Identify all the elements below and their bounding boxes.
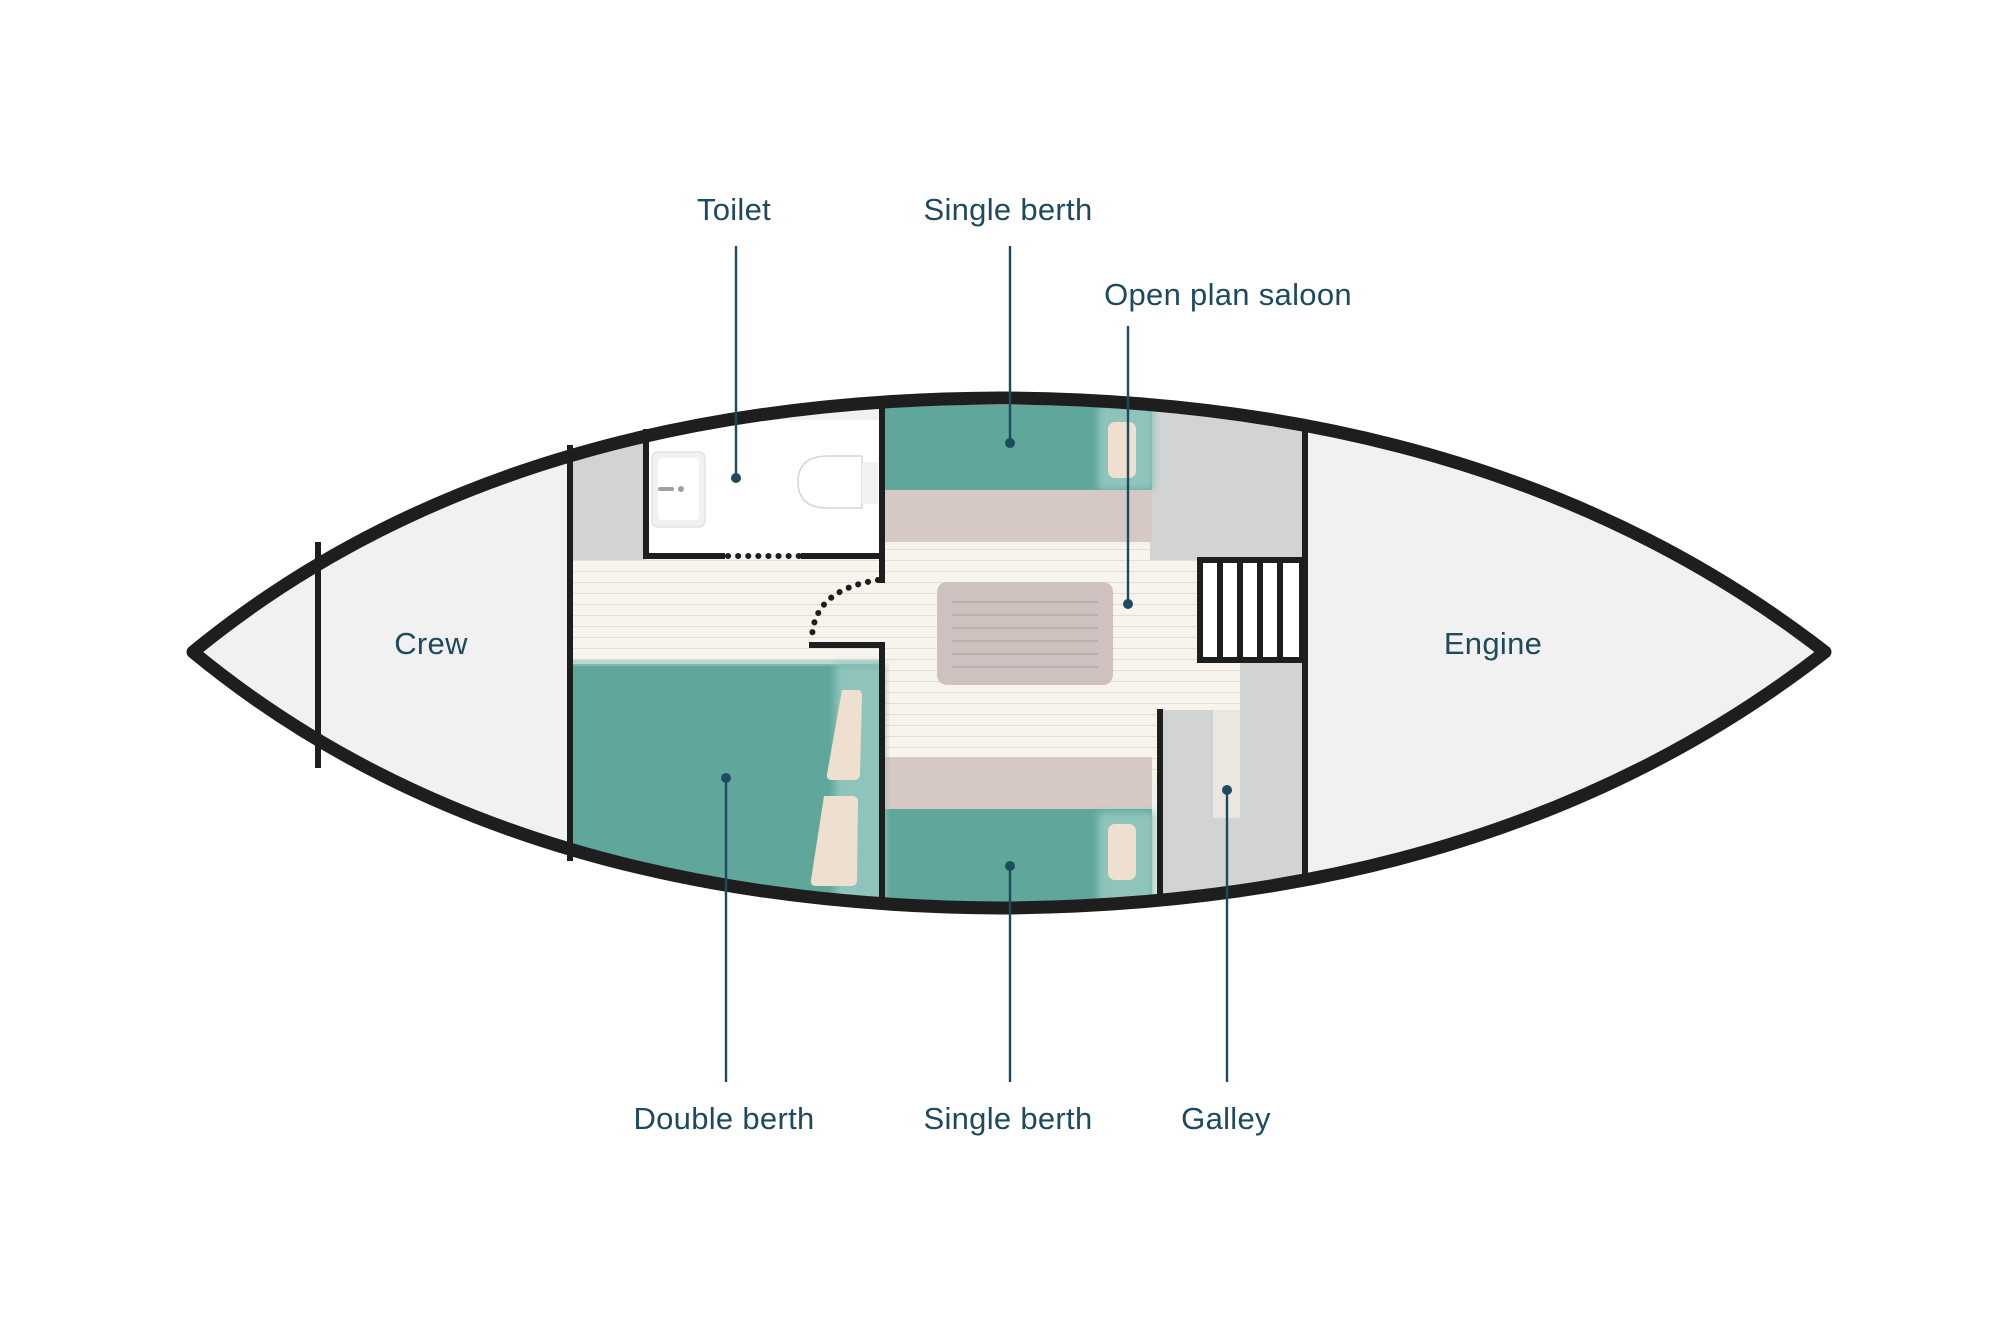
hull-outline <box>186 391 1832 915</box>
single-berth-bottom-pillow <box>1108 824 1136 880</box>
saloon-storage-upper <box>1150 410 1305 560</box>
callout-double-berth: Double berth <box>633 773 814 1136</box>
corridor-floor <box>573 560 885 664</box>
steps-frame <box>1197 557 1305 663</box>
crew-label: Crew <box>394 626 468 661</box>
corridor-door <box>809 577 881 643</box>
callout-galley: Galley <box>1181 785 1271 1136</box>
double-berth-wall-gap <box>573 660 885 666</box>
double-berth-pillow-lower <box>810 796 858 886</box>
engine-label: Engine <box>1444 626 1542 661</box>
saloon-bench-bottom <box>882 757 1152 809</box>
sink-drain <box>678 486 684 492</box>
hull <box>186 391 1832 915</box>
single-berth-top-pillow <box>1108 422 1136 478</box>
toilet-cistern <box>862 462 878 504</box>
single-berth-top-label: Single berth <box>923 192 1092 227</box>
toilet-fixtures <box>651 451 878 528</box>
saloon-bench-top <box>882 490 1152 542</box>
single-berth-bottom-label: Single berth <box>923 1101 1092 1136</box>
saloon-table-slats <box>952 601 1098 668</box>
double-berth-pillow-upper <box>826 690 862 780</box>
doors <box>725 553 881 643</box>
callout-single-berth-bottom: Single berth <box>923 861 1092 1136</box>
callout-open-plan-saloon: Open plan saloon <box>1104 277 1352 609</box>
galley-label: Galley <box>1181 1101 1271 1136</box>
galley-counter-right <box>1240 660 1305 908</box>
saloon-table <box>937 582 1113 685</box>
callout-single-berth-top: Single berth <box>923 192 1092 448</box>
open-plan-saloon-label: Open plan saloon <box>1104 277 1352 312</box>
toilet-bowl <box>797 455 863 509</box>
callout-toilet: Toilet <box>697 192 771 483</box>
companionway-steps <box>1197 557 1305 663</box>
toilet-label: Toilet <box>697 192 771 227</box>
double-berth-label: Double berth <box>633 1101 814 1136</box>
